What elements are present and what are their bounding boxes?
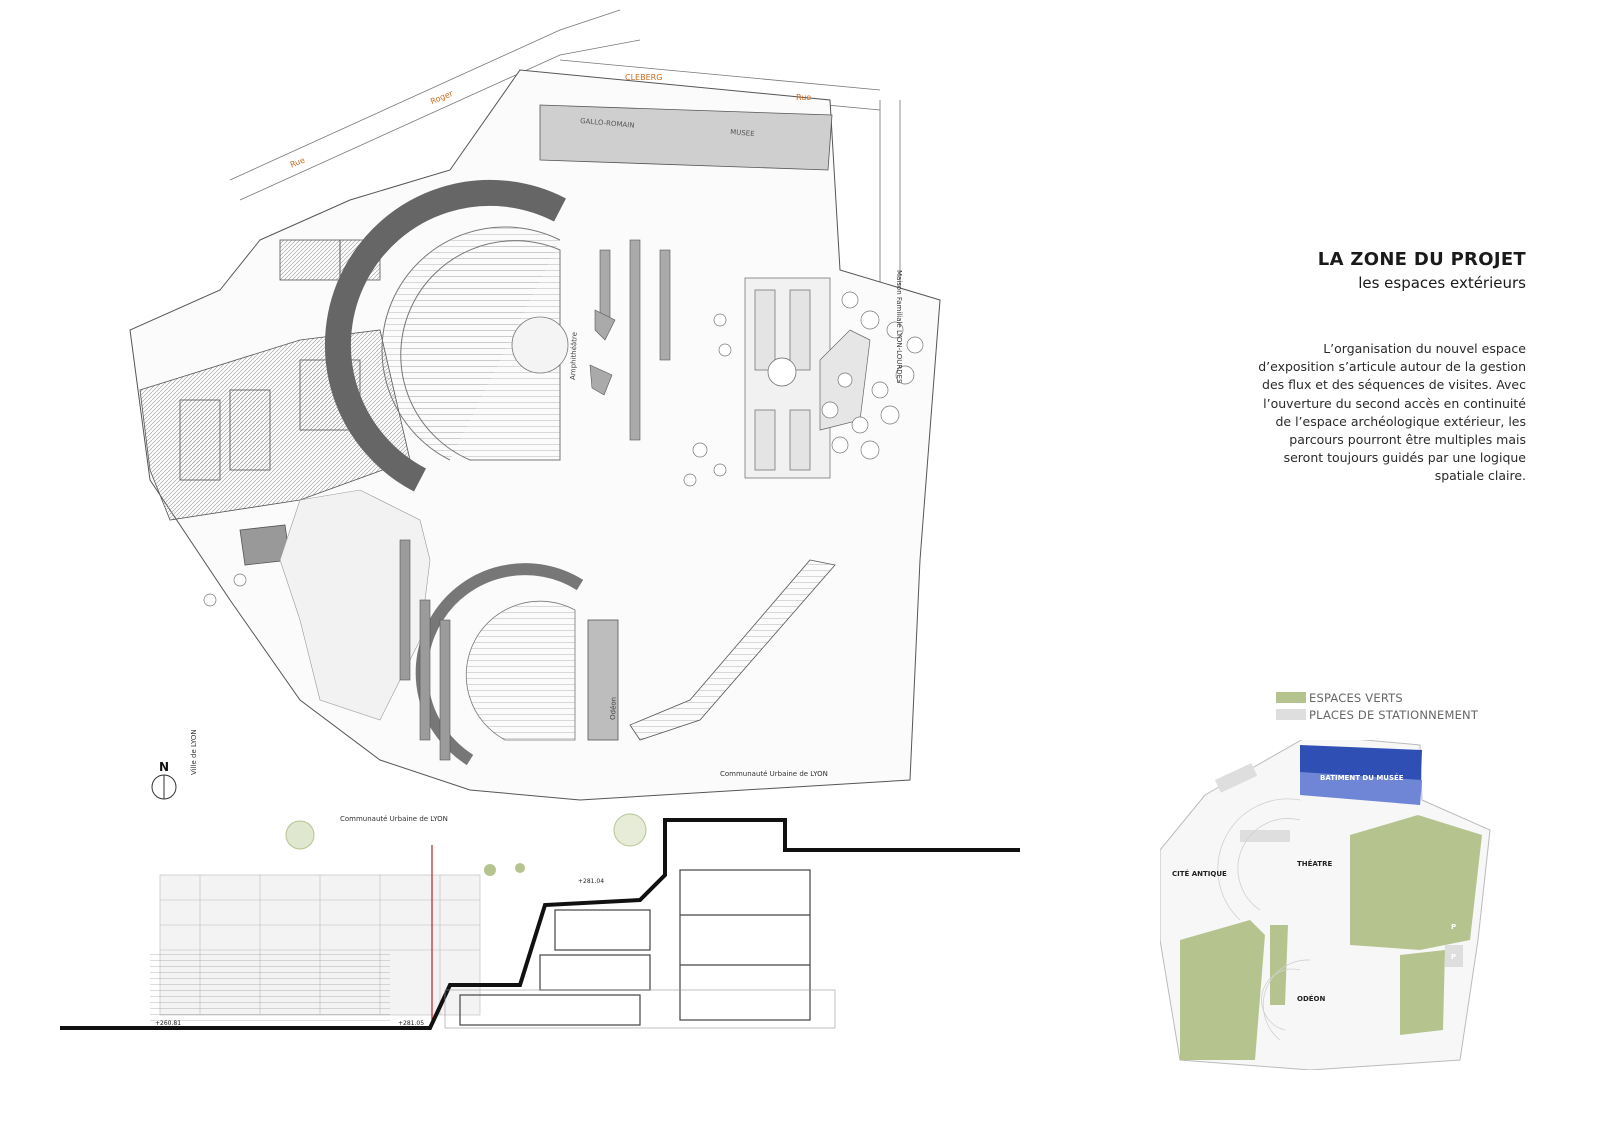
museum-label-2: MUSEE	[730, 128, 755, 138]
legend-label: ESPACES VERTS	[1309, 690, 1403, 705]
ramp	[629, 559, 836, 741]
legend-swatch-grey	[1276, 709, 1306, 720]
key-map-drawing	[1160, 740, 1491, 1070]
legend-swatch-green	[1276, 692, 1306, 703]
site-plan: GALLO-ROMAIN MUSEE Amphithéâtre	[60, 9, 1020, 1030]
level-label-3: +281.05	[398, 1020, 424, 1027]
stage-structures	[589, 239, 671, 441]
description-paragraph: L’organisation du nouvel espace d’exposi…	[1258, 341, 1526, 484]
wall-strips	[399, 539, 451, 761]
street-label-4: Rue	[796, 93, 812, 102]
keymap-theatre-label: THÉATRE	[1297, 860, 1333, 868]
site-plan-drawing: GALLO-ROMAIN MUSEE Amphithéâtre	[60, 9, 1020, 1030]
key-map: BATIMENT DU MUSÉE THÉATRE CITÉ ANTIQUE O…	[1160, 740, 1540, 1070]
section-drawing: +281.04 +260.81 +281.05	[60, 813, 1020, 1030]
keymap-cite-label: CITÉ ANTIQUE	[1172, 870, 1227, 878]
street-label-2: CLEBERG	[625, 73, 663, 82]
level-label-1: +281.04	[578, 878, 604, 885]
keymap-museum-label: BATIMENT DU MUSÉE	[1320, 774, 1404, 782]
owner-label-4: Maison Familiale LYON-LOURDES	[895, 270, 903, 384]
keymap-odeon-label: ODÉON	[1297, 995, 1326, 1003]
legend-item-espaces-verts: ESPACES VERTS	[1276, 689, 1478, 706]
north-indicator: N	[150, 760, 178, 774]
parking-marker: P	[1451, 953, 1457, 961]
museum-building	[539, 104, 833, 171]
north-letter: N	[158, 760, 170, 774]
page-title: LA ZONE DU PROJET	[1317, 249, 1526, 270]
level-label-2: +260.81	[155, 1020, 181, 1027]
owner-label-3: Ville de LYON	[190, 729, 198, 775]
odeon	[415, 563, 619, 766]
section-heading: LA ZONE DU PROJET les espaces extérieurs	[1318, 249, 1526, 292]
legend: ESPACES VERTS PLACES DE STATIONNEMENT	[1276, 689, 1478, 723]
amphitheatre-label: Amphithéâtre	[569, 332, 579, 380]
owner-label-1: Communauté Urbaine de LYON	[720, 770, 828, 778]
page-subtitle: les espaces extérieurs	[1358, 274, 1526, 292]
parking-marker: P	[1451, 923, 1457, 931]
legend-item-stationnement: PLACES DE STATIONNEMENT	[1276, 706, 1478, 723]
theatre	[324, 179, 569, 492]
owner-label-2: Communauté Urbaine de LYON	[340, 815, 448, 823]
legend-label: PLACES DE STATIONNEMENT	[1309, 707, 1479, 722]
odeon-plan-label: Odéon	[609, 697, 618, 720]
